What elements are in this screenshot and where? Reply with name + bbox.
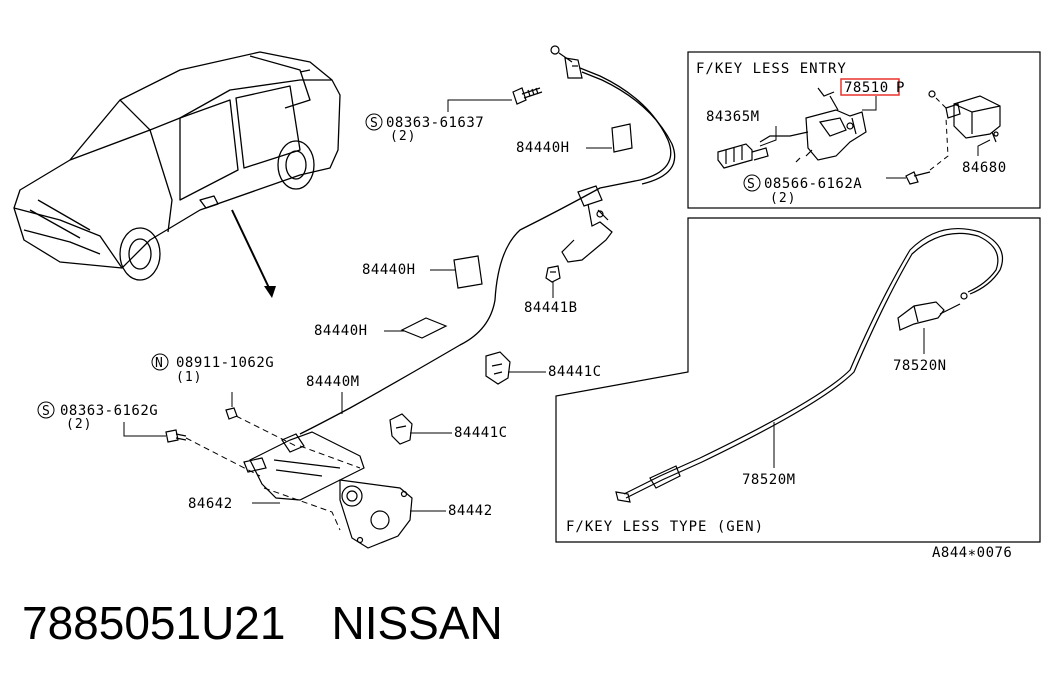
callout-08363-6162G: S 08363-6162G (2) — [37, 401, 166, 437]
qty-08363-61637: (2) — [390, 129, 416, 144]
label-78520N: 78520N — [893, 358, 947, 374]
assembly-guide-lines — [185, 415, 361, 531]
svg-text:S: S — [42, 404, 51, 419]
callout-84642: 84642 — [188, 496, 280, 512]
bolt-08363-6162G — [165, 429, 187, 443]
label-78520M: 78520M — [742, 472, 796, 488]
car-illustration — [13, 51, 341, 281]
inset-keyless-entry-title: F/KEY LESS ENTRY — [696, 61, 847, 77]
pad-84440H-middle — [453, 255, 483, 289]
callout-84440H-top: 84440H — [516, 140, 612, 156]
label-78510P-suffix: P — [896, 80, 905, 96]
label-84680: 84680 — [962, 160, 1007, 176]
bolt-08363-61637 — [512, 87, 543, 105]
svg-text:N: N — [155, 356, 164, 371]
part-number: 7885051U21 — [22, 597, 286, 649]
cable-end-hook — [550, 45, 583, 79]
handle-78520N — [897, 301, 961, 331]
opener-cable — [299, 67, 676, 435]
inset-keyless-type: F/KEY LESS TYPE (GEN) 78520N 78520M — [555, 217, 1041, 543]
label-08363-61637: 08363-61637 — [386, 115, 484, 131]
clip-84441B — [545, 265, 561, 283]
diagram-code: A844∗0076 — [932, 545, 1012, 561]
label-08566-6162A: 08566-6162A — [764, 176, 862, 192]
svg-text:S: S — [370, 116, 379, 131]
svg-text:08363-6162G: 08363-6162G — [60, 403, 158, 419]
callout-84441B: 84441B — [524, 282, 578, 316]
svg-text:84440M: 84440M — [306, 374, 360, 390]
connector-84365M — [717, 143, 769, 169]
svg-text:84442: 84442 — [448, 503, 493, 519]
svg-text:08911-1062G: 08911-1062G — [176, 355, 274, 371]
brand-name: NISSAN — [331, 597, 503, 649]
qty-08566-6162A: (2) — [770, 191, 796, 206]
highlight-78510P — [840, 78, 900, 96]
callout-84440M: 84440M — [306, 374, 360, 414]
clip-84441C-lower — [389, 413, 413, 445]
callout-arrow — [231, 209, 276, 298]
callout-08911-1062G: N 08911-1062G (1) — [151, 353, 274, 385]
inset-keyless-type-title: F/KEY LESS TYPE (GEN) — [566, 519, 764, 535]
svg-text:84440H: 84440H — [314, 323, 368, 339]
latch-assembly — [243, 431, 413, 549]
cable-78520M — [615, 228, 1004, 503]
callout-84441C-upper: 84441C — [508, 364, 602, 380]
label-84365M: 84365M — [706, 109, 760, 125]
pad-84440H-top — [611, 123, 633, 153]
svg-text:84441B: 84441B — [524, 300, 578, 316]
svg-text:S: S — [747, 177, 756, 192]
cable-guide-bracket — [561, 185, 613, 263]
callout-08363-61637: S 08363-61637 (2) — [365, 99, 512, 144]
clip-84441C-upper — [485, 351, 511, 385]
svg-text:84440H: 84440H — [516, 140, 570, 156]
screw-08566-6162A — [905, 171, 931, 185]
part-caption: 7885051U21 NISSAN — [22, 596, 503, 650]
svg-text:84441C: 84441C — [548, 364, 602, 380]
svg-text:(1): (1) — [176, 370, 202, 385]
pad-84440H-lower — [400, 317, 448, 339]
nut-08911-1062G — [225, 407, 238, 420]
svg-text:(2): (2) — [66, 417, 92, 432]
inset-keyless-entry: F/KEY LESS ENTRY — [687, 51, 1041, 209]
label-78510P-number: 78510 — [844, 80, 889, 96]
svg-text:84642: 84642 — [188, 496, 233, 512]
callout-84440H-middle: 84440H — [362, 262, 455, 278]
inset-guide-lines — [929, 97, 949, 171]
actuator-78510P — [759, 87, 867, 163]
svg-text:84441C: 84441C — [454, 425, 508, 441]
svg-text:84440H: 84440H — [362, 262, 416, 278]
unit-84680 — [928, 90, 1001, 143]
callout-84440H-lower: 84440H — [314, 323, 404, 339]
callout-84441C-lower: 84441C — [410, 425, 508, 441]
callout-84442: 84442 — [410, 503, 493, 519]
